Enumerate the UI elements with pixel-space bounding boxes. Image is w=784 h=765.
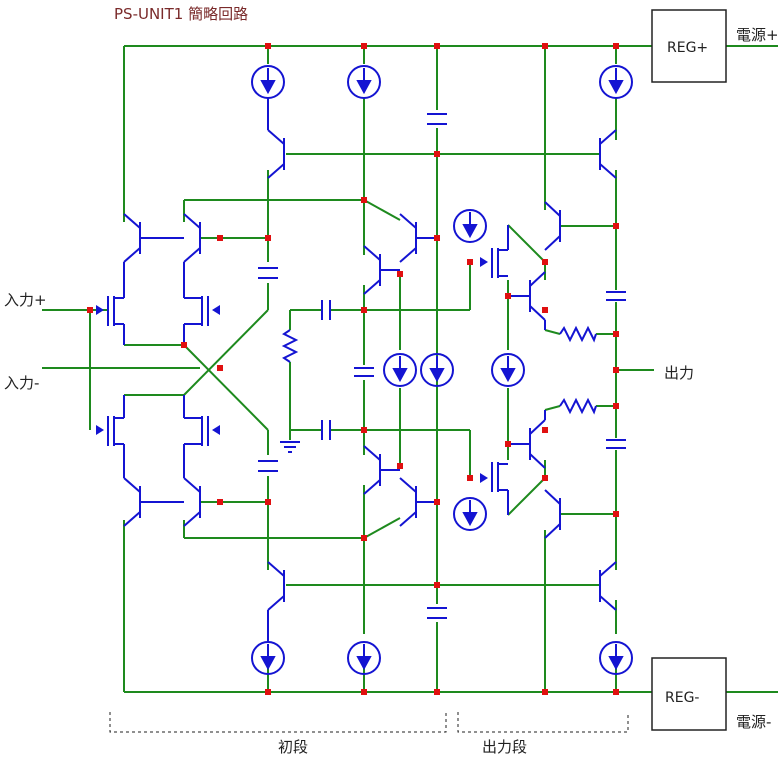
components <box>107 65 633 675</box>
output-stage-label: 出力段 <box>482 738 527 756</box>
first-stage-label: 初段 <box>278 738 308 756</box>
stage-brackets <box>109 712 629 733</box>
junction-nodes <box>87 43 619 695</box>
reg-plus-label: REG+ <box>667 40 708 56</box>
reg-plus-box: REG+ <box>651 9 727 83</box>
power-rails <box>42 45 778 693</box>
input-minus-label: 入力- <box>4 374 39 392</box>
input-plus-label: 入力+ <box>4 291 47 309</box>
output-label: 出力 <box>664 364 694 382</box>
reg-minus-label: REG- <box>665 690 699 706</box>
arrow-marks <box>96 257 488 483</box>
reg-minus-box: REG- <box>651 657 727 731</box>
diagram-title: PS-UNIT1 簡略回路 <box>114 5 248 23</box>
power-plus-label: 電源+ <box>736 26 779 44</box>
power-minus-label: 電源- <box>736 713 771 731</box>
